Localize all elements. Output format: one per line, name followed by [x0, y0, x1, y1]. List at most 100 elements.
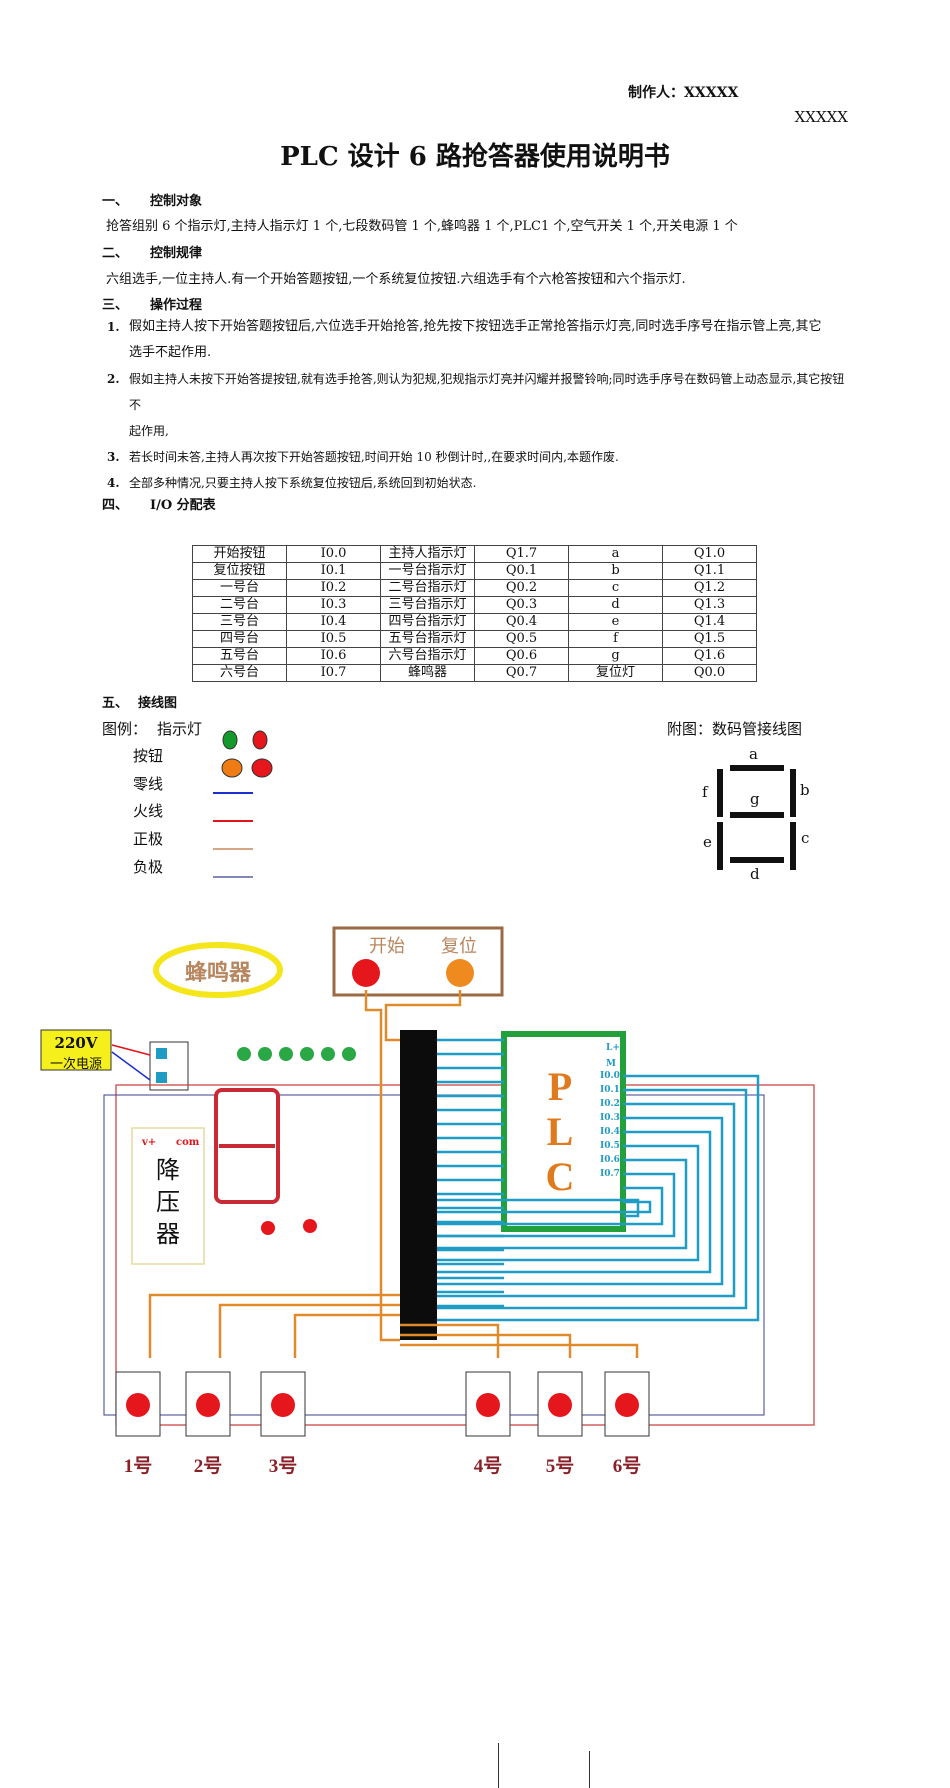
- plc-unit: [501, 1031, 626, 1232]
- svg-text:P: P: [548, 1064, 572, 1109]
- table-cell: e: [568, 613, 663, 631]
- svg-text:3号: 3号: [269, 1455, 298, 1477]
- reset-button-icon: [446, 959, 474, 987]
- breaker-icon: [149, 1041, 189, 1091]
- table-cell: Q1.0: [662, 545, 757, 563]
- table-cell: Q1.4: [662, 613, 757, 631]
- table-cell: 五号台指示灯: [380, 630, 475, 648]
- svg-text:一次电源: 一次电源: [50, 1056, 102, 1072]
- station-6: 6号: [604, 1371, 650, 1477]
- segment-f: [717, 769, 723, 817]
- host-panel: [332, 926, 504, 997]
- svg-text:开始: 开始: [369, 936, 405, 956]
- segment-e: [717, 822, 723, 870]
- wiring-diagram: 蜂鸣器 开始 复位 220V 一次电源 v+ com 降 压 器 P L C L…: [40, 926, 815, 1477]
- svg-text:2号: 2号: [194, 1455, 223, 1477]
- svg-text:1号: 1号: [124, 1455, 153, 1477]
- legend-button: 按钮: [133, 747, 164, 765]
- table-cell: Q0.7: [474, 664, 569, 682]
- plc-input-label: I0.3: [600, 1113, 620, 1123]
- table-cell: 二号台: [192, 596, 287, 614]
- author-line: 制作人：XXXXX: [628, 85, 739, 101]
- page-title: PLC 设计 6 路抢答器使用说明书: [280, 142, 670, 172]
- section-heading: 五、接线图: [102, 696, 178, 711]
- author-right: XXXXX: [794, 108, 848, 126]
- steps-list: 1. 假如主持人按下开始答题按钮后,六位选手开始抢答,抢先按下按钮选手正常抢答指…: [107, 314, 849, 496]
- station-5: 5号: [537, 1371, 583, 1477]
- table-cell: Q0.3: [474, 596, 569, 614]
- table-cell: Q0.2: [474, 579, 569, 597]
- plc-input-label: I0.2: [600, 1099, 620, 1109]
- table-cell: 五号台: [192, 647, 287, 665]
- station-4: 4号: [465, 1371, 511, 1477]
- table-cell: I0.0: [286, 545, 381, 563]
- table-cell: I0.2: [286, 579, 381, 597]
- table-cell: c: [568, 579, 663, 597]
- svg-text:C: C: [546, 1154, 575, 1199]
- svg-text:L+: L+: [606, 1043, 620, 1053]
- list-item: 1. 假如主持人按下开始答题按钮后,六位选手开始抢答,抢先按下按钮选手正常抢答指…: [107, 319, 822, 360]
- table-cell: 主持人指示灯: [380, 545, 475, 563]
- plc-input-label: I0.6: [600, 1155, 620, 1165]
- legend-title: 图例：: [102, 720, 148, 738]
- table-cell: 复位按钮: [192, 562, 287, 580]
- segment-g: [730, 812, 784, 818]
- table-cell: I0.7: [286, 664, 381, 682]
- table-cell: 二号台指示灯: [380, 579, 475, 597]
- section-body: 六组选手,一位主持人.有一个开始答题按钮,一个系统复位按钮.六组选手有个六枪答按…: [106, 272, 686, 287]
- table-cell: I0.5: [286, 630, 381, 648]
- legend-negative: 负极: [133, 858, 164, 876]
- table-cell: d: [568, 596, 663, 614]
- terminal-block: [400, 1030, 437, 1340]
- station-3: 3号: [260, 1371, 306, 1477]
- table-cell: 一号台: [192, 579, 287, 597]
- svg-text:M: M: [606, 1059, 616, 1069]
- table-cell: 六号台: [192, 664, 287, 682]
- table-cell: Q1.6: [662, 647, 757, 665]
- section-heading: 一、控制对象: [102, 194, 203, 209]
- table-cell: 复位灯: [568, 664, 663, 682]
- legend-indicator: 指示灯: [157, 720, 203, 738]
- svg-text:5号: 5号: [546, 1455, 575, 1477]
- station-button-icon: [548, 1393, 572, 1417]
- list-item: 3. 若长时间未答,主持人再次按下开始答题按钮,时间开始 10 秒倒计时,,在要…: [107, 450, 619, 464]
- legend-live: 火线: [133, 802, 164, 820]
- svg-text:4号: 4号: [474, 1455, 503, 1477]
- plc-input-label: I0.0: [600, 1071, 620, 1081]
- table-cell: 四号台指示灯: [380, 613, 475, 631]
- svg-text:器: 器: [156, 1220, 180, 1248]
- table-cell: a: [568, 545, 663, 563]
- table-cell: Q1.2: [662, 579, 757, 597]
- svg-text:压: 压: [156, 1188, 180, 1216]
- segment-d: [730, 857, 784, 863]
- seven-seg-diagram: a f b g e c d: [702, 745, 810, 883]
- table-cell: Q0.6: [474, 647, 569, 665]
- legend-neutral: 零线: [133, 775, 164, 793]
- table-cell: Q1.7: [474, 545, 569, 563]
- button-red-icon: [251, 758, 273, 778]
- plc-input-label: I0.5: [600, 1141, 620, 1151]
- table-cell: 蜂鸣器: [380, 664, 475, 682]
- legend-positive: 正极: [133, 830, 164, 848]
- plc-input-label: I0.1: [600, 1085, 620, 1095]
- button-orange-icon: [221, 758, 243, 778]
- section-heading: 二、控制规律: [102, 246, 203, 261]
- buzzer-icon: [153, 942, 283, 998]
- indicator-row: [237, 1047, 356, 1061]
- svg-text:6号: 6号: [613, 1455, 642, 1477]
- table-cell: b: [568, 562, 663, 580]
- svg-text:220V: 220V: [55, 1034, 98, 1052]
- indicator-red-icon: [252, 730, 268, 750]
- svg-text:降: 降: [156, 1156, 180, 1184]
- segment-b: [790, 769, 796, 817]
- table-cell: Q0.1: [474, 562, 569, 580]
- start-button-icon: [352, 959, 380, 987]
- table-cell: Q1.3: [662, 596, 757, 614]
